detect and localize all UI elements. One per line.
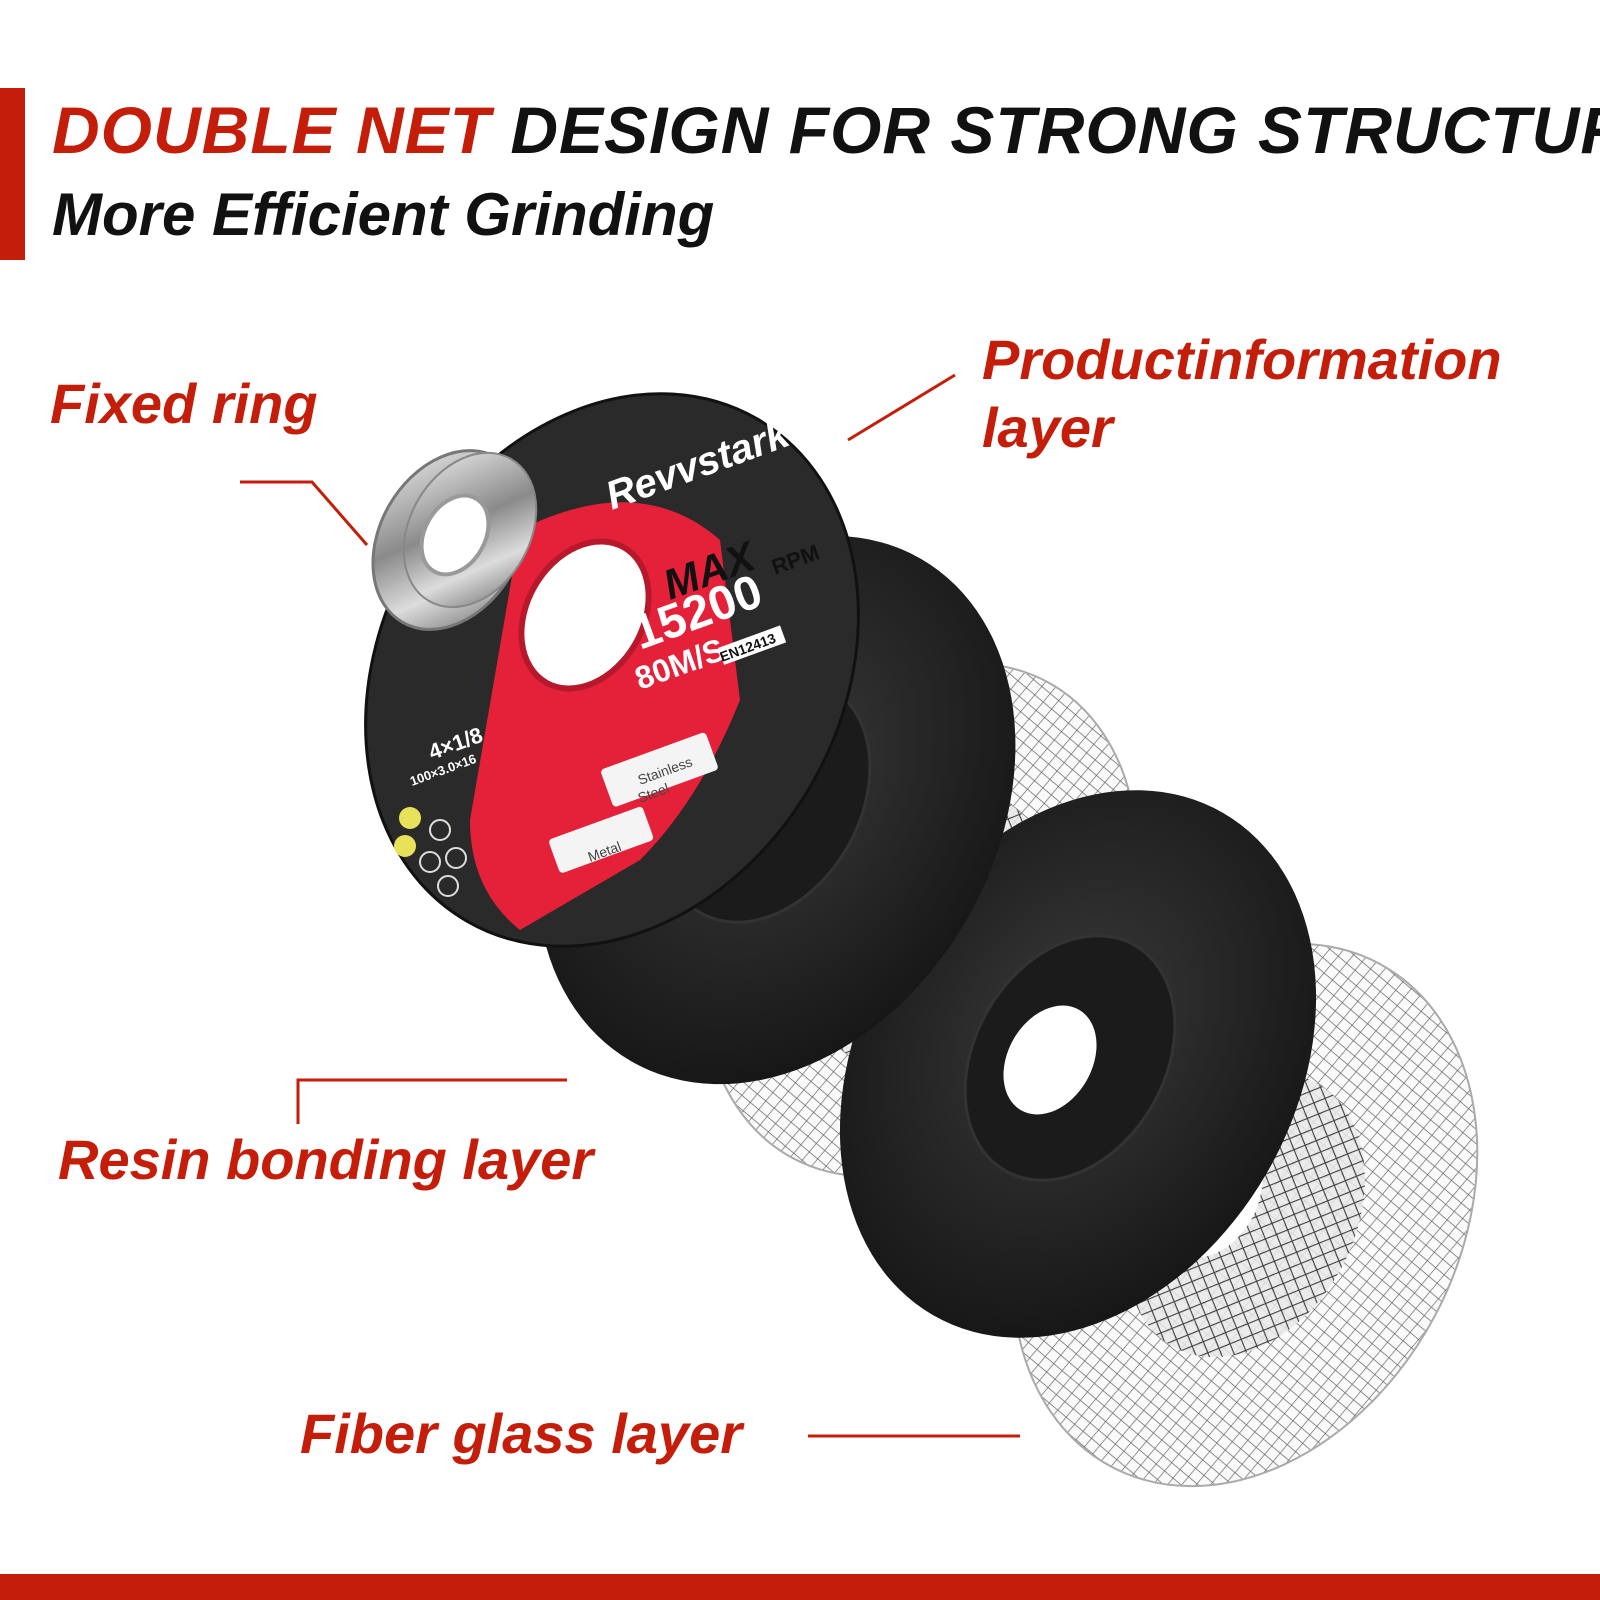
callout-resin-layer: Resin bonding layer xyxy=(58,1128,594,1191)
callout-fixed-ring: Fixed ring xyxy=(50,372,318,435)
fixed-ring xyxy=(371,449,538,631)
subheadline: More Efficient Grinding xyxy=(52,181,715,248)
headline-highlight: DOUBLE NET xyxy=(52,93,491,167)
callout-product-info-line1: Productinformation xyxy=(982,328,1502,391)
footer-accent-bar xyxy=(0,1574,1600,1600)
product-info-disc: Revvstark MAX RPM 15200 80M/S EN12413 4×… xyxy=(364,392,860,948)
headline: DOUBLE NET DESIGN FOR STRONG STRUCTURE xyxy=(52,92,1600,168)
callout-fiberglass-layer: Fiber glass layer xyxy=(300,1402,743,1465)
callout-product-info-line2: layer xyxy=(982,396,1113,459)
leader-resin xyxy=(296,1078,567,1124)
callout-product-info: Productinformation layer xyxy=(982,326,1502,462)
headline-rest: DESIGN FOR STRONG STRUCTURE xyxy=(491,93,1600,167)
header-accent-bar xyxy=(0,88,25,260)
leader-fixed-ring xyxy=(240,480,369,546)
leader-product-info xyxy=(847,373,956,442)
